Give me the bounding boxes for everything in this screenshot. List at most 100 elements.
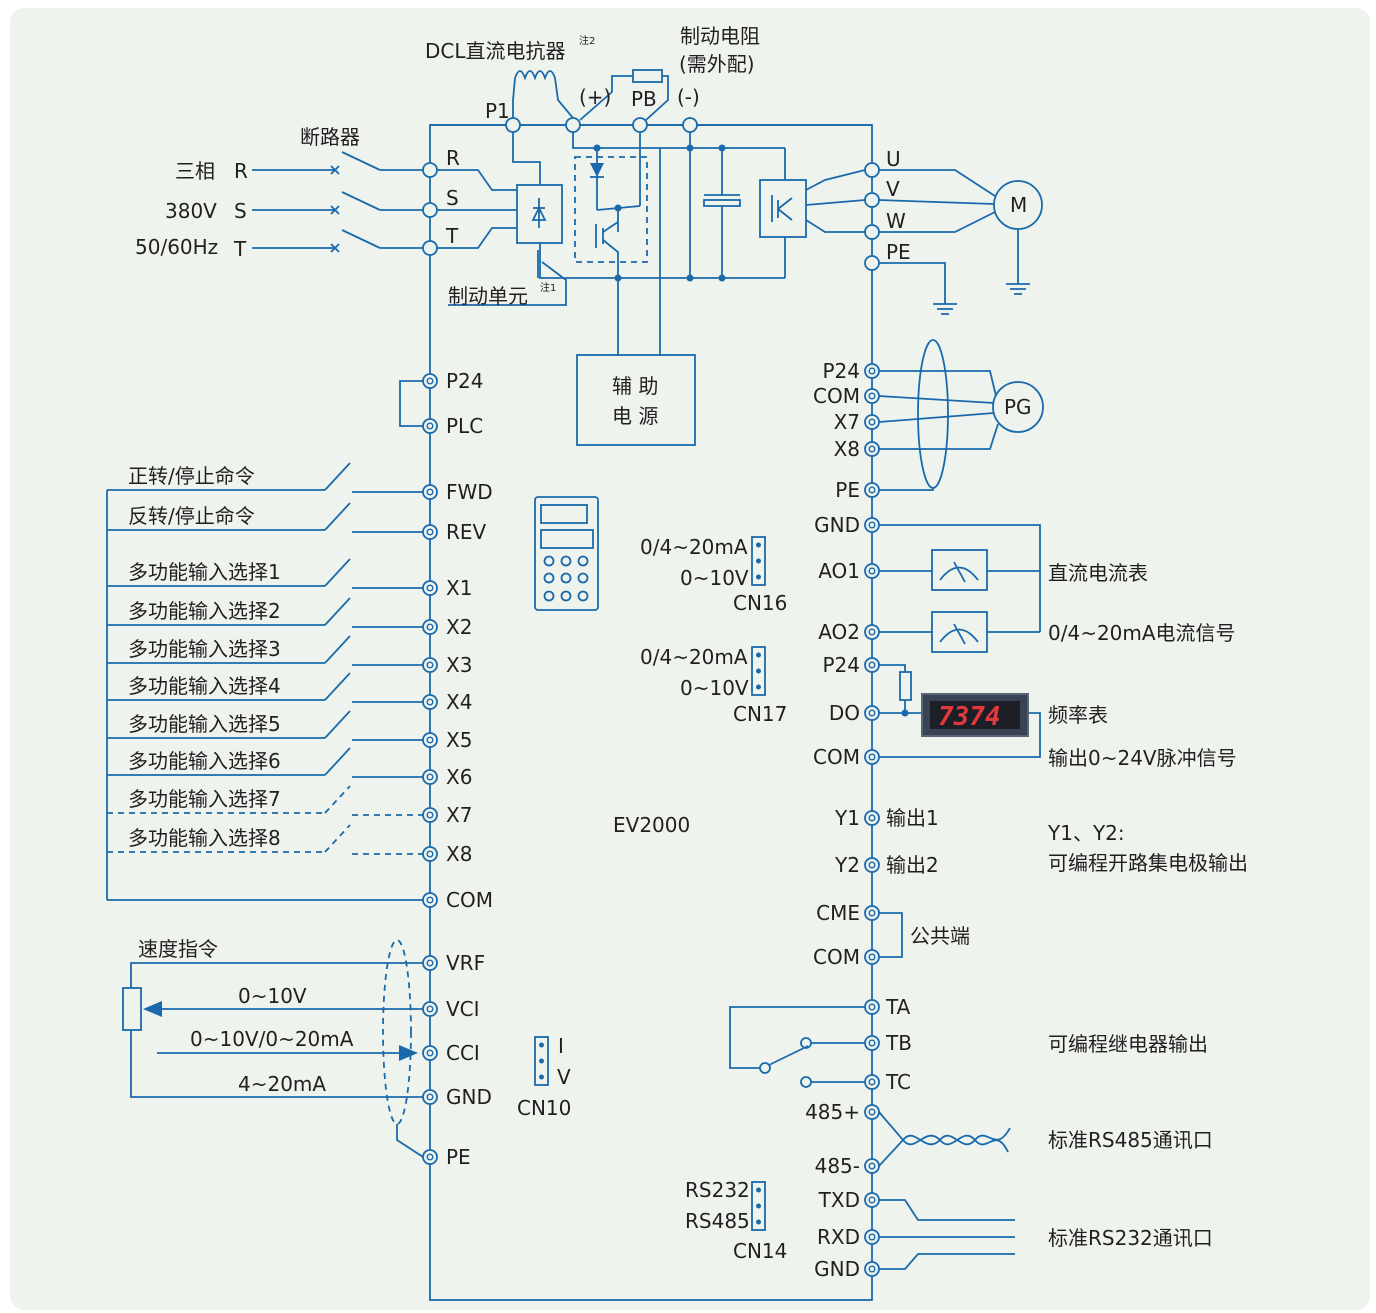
cn14-name: CN14 [733, 1239, 787, 1263]
supply-wiring [252, 151, 423, 253]
speed-label: 速度指令 [138, 937, 218, 961]
y-title-label: Y1、Y2: [1047, 821, 1125, 845]
supply-freq: 50/60Hz [135, 235, 218, 259]
cn14-b: RS485 [685, 1209, 750, 1233]
terminal-label-right-y1-11: Y1 [834, 806, 860, 830]
terminal-r [422, 162, 438, 178]
cn16-name: CN16 [733, 591, 787, 615]
supply-t: T [233, 237, 247, 261]
dcl-label: DCL直流电抗器 [425, 39, 566, 63]
terminal-label-out-pe: PE [886, 240, 911, 264]
terminal-out-pe [864, 255, 880, 271]
speed-gnd-label: 4~20mA [238, 1072, 326, 1096]
terminal-right-txd-20 [864, 1192, 880, 1208]
input-label-7: 多功能输入选择6 [128, 749, 281, 773]
terminal-label-right-tb-16: TB [885, 1031, 912, 1055]
terminal-left-pe-17 [422, 1149, 438, 1165]
terminal-left-x6-9 [422, 769, 438, 785]
pulse-signal-label: 输出0~24V脉冲信号 [1048, 746, 1237, 770]
terminal-label-left-x8-11: X8 [446, 842, 472, 866]
dc-ammeter-label: 直流电流表 [1048, 561, 1148, 585]
terminal-label-left-x2-5: X2 [446, 615, 472, 639]
terminal-right-gnd-22 [864, 1261, 880, 1277]
terminal-right-pe-4 [864, 482, 880, 498]
terminal-label-right-com-10: COM [813, 745, 860, 769]
terminal-label-right-com-14: COM [813, 945, 860, 969]
common-label: 公共端 [910, 924, 970, 948]
brake-unit-note: 注1 [540, 281, 556, 294]
terminal-label-right-gnd-22: GND [814, 1257, 860, 1281]
terminal-right-cme-13 [864, 905, 880, 921]
input-label-5: 多功能输入选择4 [128, 674, 281, 698]
terminal-label-left-fwd-2: FWD [446, 480, 493, 504]
terminal-right-tb-16 [864, 1035, 880, 1051]
model-label: EV2000 [613, 813, 690, 837]
relay-wiring [729, 912, 903, 1088]
terminal-label-left-x6-9: X6 [446, 765, 472, 789]
cn10-a: I [558, 1034, 564, 1058]
dcl-note: 注2 [579, 34, 595, 47]
terminal-left-vrf-13 [422, 955, 438, 971]
current-signal-label: 0/4~20mA电流信号 [1048, 621, 1236, 645]
terminal-label-s: S [446, 186, 459, 210]
terminal-left-x5-8 [422, 732, 438, 748]
input-label-2: 多功能输入选择1 [128, 560, 281, 584]
terminal-out-v [864, 192, 880, 208]
input-switches: 正转/停止命令反转/停止命令多功能输入选择1多功能输入选择2多功能输入选择3多功… [107, 462, 423, 855]
rs232-label: 标准RS232通讯口 [1048, 1226, 1213, 1250]
input-label-6: 多功能输入选择5 [128, 712, 281, 736]
aux-power-label-2: 电 源 [612, 404, 658, 428]
terminal-label-right-x8-3: X8 [834, 437, 860, 461]
dc-link [430, 69, 872, 355]
diagram-background [10, 8, 1370, 1310]
terminal-label-left-rev-3: REV [446, 520, 487, 544]
terminal-left-cci-15 [422, 1045, 438, 1061]
cn17-b: 0~10V [680, 676, 749, 700]
analog-output-wiring [879, 524, 1041, 653]
terminal-right-ta-15 [864, 999, 880, 1015]
jumper-cn14 [751, 1181, 766, 1231]
terminal-label-right-x7-2: X7 [834, 410, 860, 434]
terminal-left-x3-6 [422, 657, 438, 673]
terminal-label-right-485--19: 485- [815, 1154, 860, 1178]
terminal-p1 [505, 117, 521, 133]
terminal-label-left-vci-14: VCI [446, 997, 480, 1021]
speed-cci-label: 0~10V/0~20mA [190, 1027, 354, 1051]
input-switch-3 [324, 597, 351, 626]
brake-unit-label: 制动单元 [448, 284, 528, 308]
terminal-out-w [864, 224, 880, 240]
terminal-plus [565, 117, 581, 133]
terminal-right-485+-18 [864, 1104, 880, 1120]
rectifier [437, 132, 785, 279]
frequency-meter-wiring [879, 664, 1041, 758]
terminal-left-x7-10 [422, 807, 438, 823]
terminal-label-right-com-1: COM [813, 384, 860, 408]
terminal-label-right-y2-12: Y2 [834, 853, 860, 877]
terminal-pb [632, 117, 648, 133]
pb-label: PB [631, 87, 657, 111]
terminal-label-right-p24-0: P24 [822, 359, 860, 383]
aux-power-box [576, 354, 696, 446]
jumper-cn10 [534, 1036, 549, 1086]
comm-wiring [878, 1111, 1015, 1270]
brake-resistor-note: (需外配) [679, 52, 755, 76]
terminal-label-left-x4-7: X4 [446, 690, 472, 714]
terminal-left-x4-7 [422, 694, 438, 710]
frequency-display-value: 7374 [938, 702, 1001, 732]
terminal-label-left-p24-0: P24 [446, 369, 484, 393]
terminal-label-left-plc-1: PLC [446, 414, 483, 438]
minus-label: (-) [677, 85, 700, 109]
terminal-label-right-cme-13: CME [816, 901, 860, 925]
terminal-label-right-485+-18: 485+ [805, 1100, 860, 1124]
input-switch-2 [324, 558, 351, 587]
jumper-cn17 [751, 646, 766, 696]
terminal-label-right-do-9: DO [829, 701, 860, 725]
speed-reference-wiring [122, 939, 424, 1158]
p1-label: P1 [485, 99, 510, 123]
terminal-label-right-pe-4: PE [835, 478, 860, 502]
terminal-out-u [864, 162, 880, 178]
cn14-a: RS232 [685, 1178, 750, 1202]
terminal-label-left-gnd-16: GND [446, 1085, 492, 1109]
